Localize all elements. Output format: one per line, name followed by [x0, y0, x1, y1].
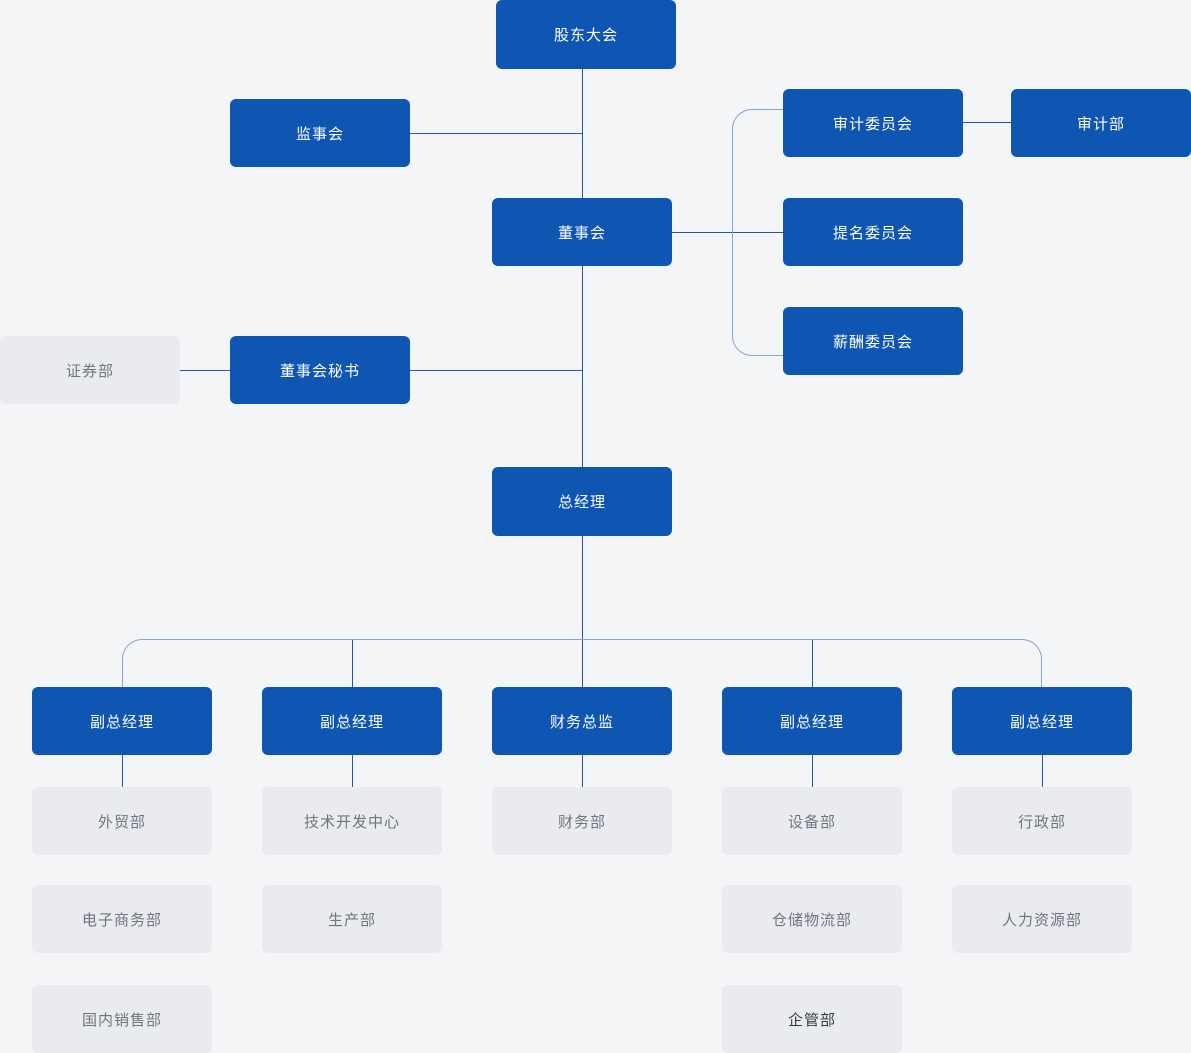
connector-securities-to-secretary [180, 370, 230, 371]
node-label: 董事会 [557, 224, 606, 242]
node-finance-dept[interactable]: 财务部 [492, 787, 672, 855]
connector-deputy-gm-2-to-dept [352, 755, 353, 787]
node-enterprise-management-dept[interactable]: 企管部 [722, 985, 902, 1053]
node-label: 财务部 [557, 813, 606, 831]
node-hr-dept[interactable]: 人力资源部 [952, 885, 1132, 953]
connector-secretary-to-trunk [410, 370, 582, 371]
connector-gm-to-cfo [582, 536, 583, 687]
connector-board-to-nomination [672, 232, 783, 233]
node-warehouse-logistics-dept[interactable]: 仓储物流部 [722, 885, 902, 953]
node-domestic-sales-dept[interactable]: 国内销售部 [32, 985, 212, 1053]
connector-bracket-to-deputy-gm-3 [812, 639, 813, 687]
node-general-manager[interactable]: 总经理 [492, 467, 672, 536]
node-shareholders-meeting[interactable]: 股东大会 [496, 0, 676, 69]
node-label: 人力资源部 [1001, 911, 1082, 929]
connector-deputy-gm-1-to-dept [122, 755, 123, 787]
node-cfo[interactable]: 财务总监 [492, 687, 672, 755]
node-label: 电子商务部 [81, 911, 162, 929]
node-board-of-directors[interactable]: 董事会 [492, 198, 672, 266]
node-label: 提名委员会 [832, 224, 913, 242]
node-audit-department[interactable]: 审计部 [1011, 89, 1191, 157]
node-label: 国内销售部 [81, 1011, 162, 1029]
node-production-dept[interactable]: 生产部 [262, 885, 442, 953]
node-label: 生产部 [327, 911, 376, 929]
node-supervisory-board[interactable]: 监事会 [230, 99, 410, 167]
node-label: 副总经理 [1009, 713, 1074, 731]
connector-audit-committee-to-audit-dept [963, 122, 1011, 123]
node-foreign-trade-dept[interactable]: 外贸部 [32, 787, 212, 855]
node-admin-dept[interactable]: 行政部 [952, 787, 1132, 855]
connector-deputy-gm-4-to-dept [1042, 755, 1043, 787]
node-label: 行政部 [1017, 813, 1066, 831]
node-board-secretary[interactable]: 董事会秘书 [230, 336, 410, 404]
node-label: 股东大会 [553, 27, 618, 44]
node-label: 仓储物流部 [771, 911, 852, 929]
node-label: 审计委员会 [832, 115, 913, 133]
node-deputy-gm-2[interactable]: 副总经理 [262, 687, 442, 755]
node-deputy-gm-4[interactable]: 副总经理 [952, 687, 1132, 755]
node-audit-committee[interactable]: 审计委员会 [783, 89, 963, 157]
connector-board-to-gm [582, 266, 583, 467]
node-label: 副总经理 [779, 713, 844, 731]
connector-committees-bracket [732, 109, 783, 356]
node-equipment-dept[interactable]: 设备部 [722, 787, 902, 855]
node-label: 董事会秘书 [279, 362, 360, 380]
connector-shareholders-to-board [582, 69, 583, 198]
node-deputy-gm-1[interactable]: 副总经理 [32, 687, 212, 755]
node-label: 副总经理 [319, 713, 384, 731]
connector-executives-bracket [122, 639, 1042, 687]
connector-supervisory-to-trunk [410, 133, 582, 134]
node-deputy-gm-3[interactable]: 副总经理 [722, 687, 902, 755]
connector-deputy-gm-3-to-dept [812, 755, 813, 787]
node-label: 审计部 [1076, 115, 1125, 133]
node-label: 监事会 [295, 125, 344, 143]
node-securities-department[interactable]: 证券部 [0, 336, 180, 404]
node-ecommerce-dept[interactable]: 电子商务部 [32, 885, 212, 953]
node-label: 外贸部 [97, 813, 146, 831]
node-label: 财务总监 [549, 713, 614, 731]
node-label: 技术开发中心 [303, 813, 400, 831]
node-nomination-committee[interactable]: 提名委员会 [783, 198, 963, 266]
node-label: 副总经理 [89, 713, 154, 731]
connector-cfo-to-dept [582, 755, 583, 787]
node-tech-development-center[interactable]: 技术开发中心 [262, 787, 442, 855]
connector-bracket-to-deputy-gm-2 [352, 639, 353, 687]
node-label: 薪酬委员会 [832, 333, 913, 351]
node-label: 总经理 [557, 494, 606, 511]
node-label: 证券部 [65, 362, 114, 380]
node-compensation-committee[interactable]: 薪酬委员会 [783, 307, 963, 375]
node-label: 企管部 [787, 1011, 836, 1029]
node-label: 设备部 [787, 813, 836, 831]
